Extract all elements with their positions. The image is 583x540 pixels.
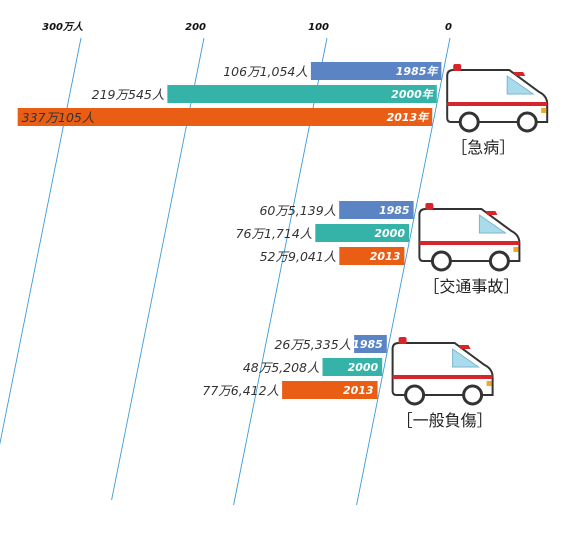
ambulance-siren — [398, 337, 407, 344]
bar-value-label: 60万5,139人 — [259, 203, 336, 218]
bar-year-label: 1985年 — [396, 65, 440, 78]
bar-value-label: 48万5,208人 — [243, 360, 320, 375]
bar-value-label: 26万5,335人 — [274, 337, 351, 352]
grid-line — [356, 37, 451, 506]
ambulance-light — [541, 108, 547, 113]
bar-value-label: 337万105人 — [22, 110, 95, 125]
bars: 1985年 106万1,054人 2000年 219万545人 2013年 337万105… — [17, 62, 442, 399]
ambulance-wheel-front — [488, 250, 510, 272]
ambulance-icon — [391, 337, 494, 406]
bar-value-label: 76万1,714人 — [236, 226, 313, 241]
bar-value-label: 219万545人 — [92, 87, 165, 102]
bar — [339, 201, 414, 219]
group-label: ［急病］ — [451, 138, 515, 157]
ambulance-stripe — [447, 102, 548, 106]
bar-value-label: 106万1,054人 — [223, 64, 308, 79]
ambulance-top-stripe — [513, 72, 526, 76]
ambulance-light — [486, 381, 492, 386]
ambulance-window — [452, 348, 481, 368]
ambulance-top-stripe — [458, 345, 471, 349]
bar — [354, 335, 387, 353]
bar-year-label: 2013 — [343, 384, 374, 397]
bar-year-label: 2000 — [374, 227, 405, 240]
group-labels: ［急病］ ［交通事故］ ［一般負傷］ — [397, 138, 520, 430]
bar — [322, 358, 383, 376]
bar-year-label: 2013年 — [387, 111, 431, 124]
ambulance-body — [446, 69, 549, 123]
ambulance-wheel-front — [516, 111, 538, 133]
bar — [339, 247, 405, 265]
ambulance-wheel-front — [462, 384, 484, 406]
ambulance-icon — [446, 64, 549, 133]
ambulance-window — [478, 214, 508, 234]
bar-year-label: 1985 — [379, 204, 410, 217]
grid-line — [111, 37, 205, 501]
ambulance-wheel-rear — [458, 111, 480, 133]
axis-tick-label: 300万人 — [42, 21, 84, 33]
grid-line — [0, 37, 82, 446]
bar-year-label: 1985 — [352, 338, 383, 351]
group-label: ［交通事故］ — [423, 277, 519, 296]
ambulances — [391, 64, 549, 406]
ambulance-stripe — [419, 241, 520, 245]
axis-ticks: 300万人 200 100 0 — [42, 21, 452, 33]
ambulance-stripe — [392, 375, 493, 379]
bar — [310, 62, 442, 80]
bar — [282, 381, 378, 399]
ambulance-wheel-rear — [430, 250, 452, 272]
ambulance-wheel-rear — [404, 384, 426, 406]
bar-value-label: 52万9,041人 — [260, 249, 337, 264]
bar — [315, 224, 409, 242]
ambulance-siren — [453, 64, 462, 71]
ambulance-window — [506, 75, 535, 95]
ambulance-body — [391, 342, 494, 396]
group-label: ［一般負傷］ — [397, 411, 493, 430]
bar-value-label: 77万6,412人 — [202, 383, 279, 398]
axis-tick-label: 100 — [308, 22, 329, 33]
bar-year-label: 2000年 — [391, 88, 435, 101]
bar-year-label: 2013 — [370, 250, 401, 263]
ambulance-icon — [418, 203, 521, 272]
bar — [167, 85, 437, 103]
bar-year-label: 2000 — [348, 361, 379, 374]
ambulance-top-stripe — [485, 211, 498, 215]
bar — [17, 108, 433, 126]
ambulance-light — [513, 247, 519, 252]
axis-tick-label: 0 — [445, 22, 452, 33]
ambulance-body — [418, 208, 521, 262]
axis-tick-label: 200 — [185, 22, 206, 33]
ambulance-siren — [425, 203, 434, 210]
